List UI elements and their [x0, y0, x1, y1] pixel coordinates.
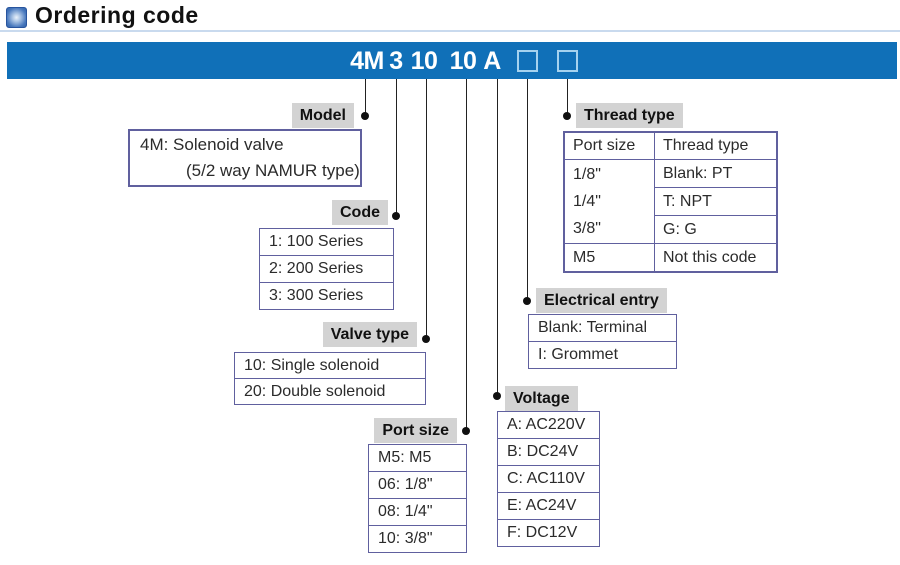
model-line-1: 4M: Solenoid valve	[140, 135, 284, 154]
thread-table-m5-value: Not this code	[654, 243, 778, 273]
connector-dot-electrical-entry	[523, 297, 531, 305]
connector-line-code	[396, 79, 397, 216]
port-size-option: 06: 1/8"	[368, 471, 467, 499]
port-size-value: 1/8"	[573, 166, 601, 183]
port-size-option: 08: 1/4"	[368, 498, 467, 526]
model-label: Model	[291, 103, 354, 128]
voltage-option: E: AC24V	[497, 492, 600, 520]
thread-type-label: Thread type	[576, 103, 683, 128]
valve-type-option: 20: Double solenoid	[234, 378, 426, 405]
electrical-entry-option: I: Grommet	[528, 341, 677, 369]
port-size-label: Port size	[374, 418, 457, 443]
banner-placeholder-box-icon	[517, 50, 538, 72]
table-row: T: NPT	[564, 187, 778, 216]
connector-dot-valve-type	[422, 335, 430, 343]
model-line-2: (5/2 way NAMUR type)	[186, 161, 360, 180]
connector-line-port-size	[466, 79, 467, 431]
connector-line-voltage	[497, 79, 498, 396]
banner-segment-series-code: 3	[389, 47, 403, 75]
banner-segment-model: 4M	[350, 47, 384, 75]
banner-segment-valve-type: 10	[410, 47, 438, 75]
connector-line-electrical-entry	[527, 79, 528, 301]
table-row: Port size Thread type	[563, 131, 778, 160]
thread-option: Blank: PT	[654, 159, 778, 188]
electrical-entry-label: Electrical entry	[536, 288, 667, 313]
connector-line-thread-type	[567, 79, 568, 116]
thread-type-table: Port size Thread type 1/8" 1/4" 3/8" Bla…	[563, 131, 778, 273]
model-box: 4M: Solenoid valve (5/2 way NAMUR type)	[128, 129, 362, 187]
voltage-option: B: DC24V	[497, 438, 600, 466]
thread-table-header-thread: Thread type	[654, 131, 778, 160]
thread-option: T: NPT	[654, 187, 778, 216]
thread-table-m5-port: M5	[563, 243, 655, 273]
ordering-code-banner	[7, 42, 897, 79]
thread-option: G: G	[654, 215, 778, 244]
connector-dot-code	[392, 212, 400, 220]
voltage-option: F: DC12V	[497, 519, 600, 547]
banner-placeholder-box-icon	[557, 50, 578, 72]
electrical-entry-option: Blank: Terminal	[528, 314, 677, 342]
connector-dot-thread-type	[563, 112, 571, 120]
code-option: 1: 100 Series	[259, 228, 394, 256]
voltage-label: Voltage	[505, 386, 578, 411]
table-row: 1/8" 1/4" 3/8" Blank: PT	[563, 159, 778, 244]
thread-table-header-port: Port size	[563, 131, 655, 160]
code-option: 3: 300 Series	[259, 282, 394, 310]
valve-type-label: Valve type	[322, 322, 417, 347]
connector-dot-voltage	[493, 392, 501, 400]
valve-type-option: 10: Single solenoid	[234, 352, 426, 379]
table-row: G: G	[564, 215, 778, 244]
port-size-option: M5: M5	[368, 444, 467, 472]
connector-line-model	[365, 79, 366, 116]
connector-line-valve-type	[426, 79, 427, 339]
banner-segment-voltage: A	[483, 47, 501, 75]
code-option: 2: 200 Series	[259, 255, 394, 283]
code-label: Code	[332, 200, 388, 225]
table-row: M5 Not this code	[563, 243, 778, 273]
port-size-value: 3/8"	[573, 220, 601, 237]
connector-dot-port-size	[462, 427, 470, 435]
voltage-option: A: AC220V	[497, 411, 600, 439]
voltage-option: C: AC110V	[497, 465, 600, 493]
header-divider	[0, 30, 900, 32]
thread-table-port-sizes: 1/8" 1/4" 3/8"	[563, 159, 655, 244]
port-size-option: 10: 3/8"	[368, 525, 467, 553]
connector-dot-model	[361, 112, 369, 120]
section-marker-icon	[6, 7, 27, 28]
port-size-value: 1/4"	[573, 193, 601, 210]
page-title: Ordering code	[35, 2, 199, 28]
banner-segment-port-size: 10	[449, 47, 477, 75]
